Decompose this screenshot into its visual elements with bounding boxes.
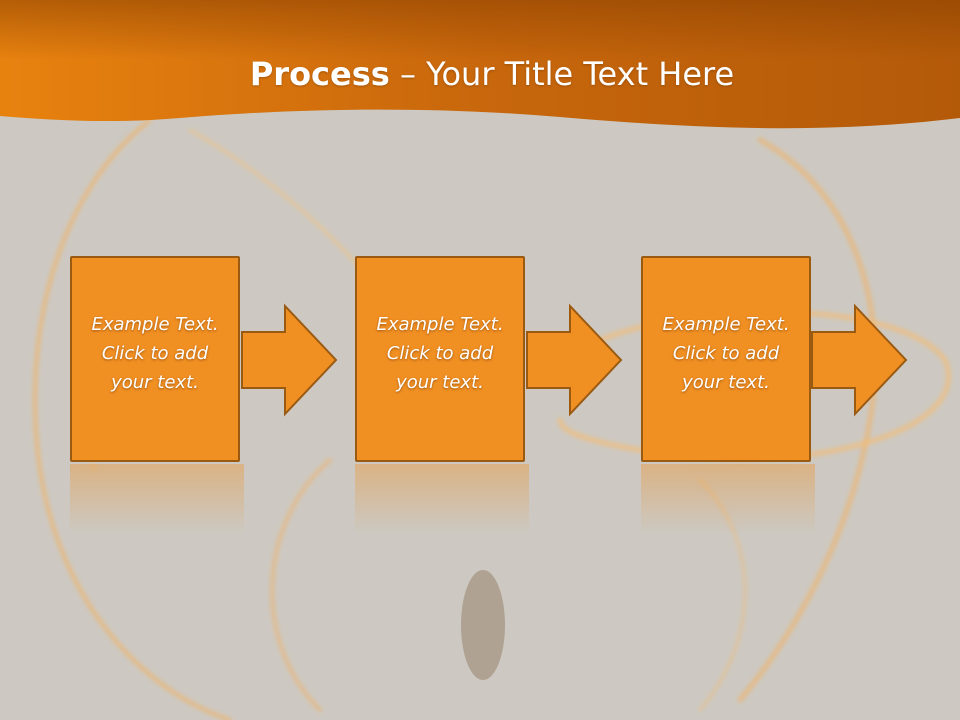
arrow-right-icon <box>811 303 908 417</box>
step-text[interactable]: Example Text. Click to add your text. <box>662 314 790 393</box>
step-reflection <box>355 464 529 534</box>
step-box[interactable] <box>641 256 811 462</box>
title-bold: Process <box>249 55 390 93</box>
step-text[interactable]: Example Text. Click to add your text. <box>91 314 219 393</box>
step-text[interactable]: Example Text. Click to add your text. <box>376 314 504 393</box>
step-reflection <box>641 464 815 534</box>
title-rest: – Your Title Text Here <box>399 55 735 93</box>
arrow-right-icon <box>241 303 338 417</box>
process-step-3[interactable]: Example Text. Click to add your text. <box>641 256 815 464</box>
process-step-2[interactable]: Example Text. Click to add your text. <box>355 256 529 464</box>
dancer-silhouette <box>461 570 505 680</box>
step-box[interactable] <box>355 256 525 462</box>
arrow-right-icon <box>526 303 623 417</box>
step-box[interactable] <box>70 256 240 462</box>
step-reflection <box>70 464 244 534</box>
process-step-1[interactable]: Example Text. Click to add your text. <box>70 256 244 464</box>
slide-title[interactable]: Process – Your Title Text Here <box>0 52 960 96</box>
